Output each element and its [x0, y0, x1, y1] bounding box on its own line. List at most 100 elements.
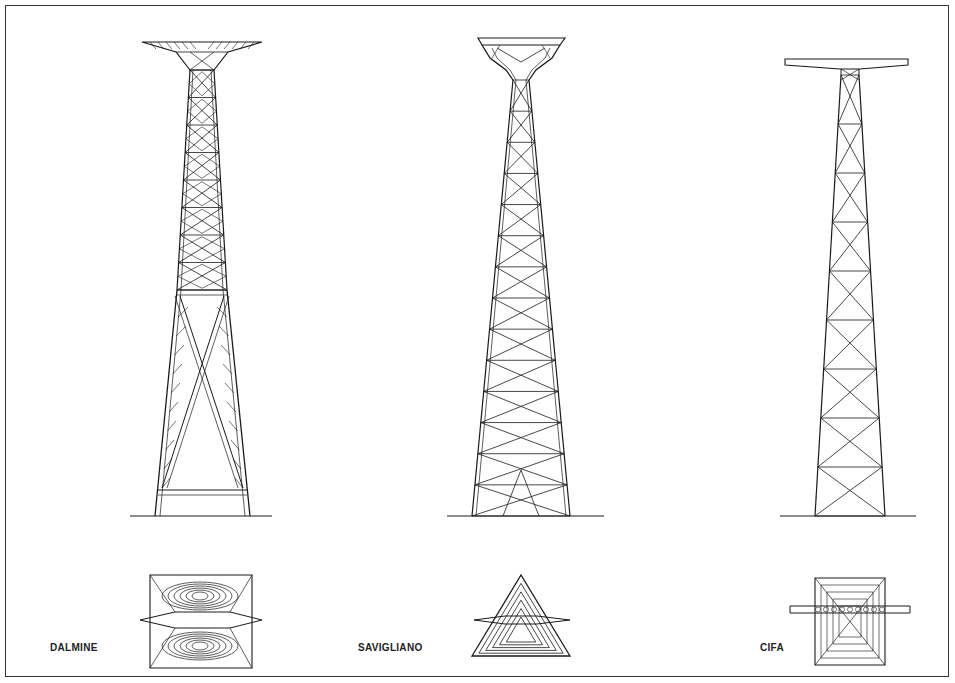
member-line — [838, 124, 865, 173]
member-line — [150, 575, 252, 668]
member-line — [482, 45, 513, 80]
member-line — [829, 271, 873, 320]
member-line — [150, 42, 156, 49]
plan-hatching — [162, 582, 238, 610]
member-line — [841, 69, 859, 80]
member-line — [490, 298, 550, 329]
plan-hatching — [816, 607, 821, 612]
member-line — [227, 290, 250, 516]
member-line — [815, 578, 885, 665]
member-line — [179, 262, 226, 263]
member-line — [223, 364, 232, 374]
member-line — [230, 628, 252, 668]
plan-hatching — [186, 640, 214, 652]
member-line — [859, 75, 885, 516]
member-line — [175, 345, 184, 355]
member-line — [179, 237, 224, 261]
member-line — [497, 48, 545, 62]
member-line — [158, 42, 164, 49]
member-line — [178, 264, 226, 288]
plan-hatching — [162, 632, 238, 660]
tower-name: CIFA — [760, 643, 784, 653]
plan-hatching — [864, 607, 869, 612]
member-line — [503, 470, 521, 516]
member-line — [498, 205, 540, 236]
member-line — [475, 454, 564, 485]
member-line — [493, 267, 547, 298]
member-line — [223, 290, 245, 516]
member-line — [475, 485, 570, 516]
member-line — [176, 52, 228, 53]
member-line — [162, 296, 224, 488]
member-line — [479, 583, 563, 653]
member-line — [182, 180, 221, 208]
member-line — [472, 516, 570, 517]
member-line — [818, 467, 885, 516]
plan-hatching — [848, 607, 853, 612]
member-line — [178, 307, 188, 317]
member-line — [188, 70, 214, 98]
member-line — [495, 266, 546, 267]
plan-hatching — [192, 592, 208, 600]
member-line — [824, 369, 877, 370]
member-line — [177, 263, 225, 291]
member-line — [838, 75, 859, 124]
plan-hatching — [180, 588, 220, 604]
member-line — [190, 42, 196, 49]
member-line — [832, 173, 864, 222]
member-line — [240, 42, 246, 49]
member-line — [501, 173, 538, 204]
member-line — [221, 345, 230, 355]
tower-name: DALMINE — [50, 643, 98, 653]
member-line — [188, 99, 217, 123]
member-line — [510, 111, 532, 112]
member-line — [150, 628, 175, 668]
member-line — [818, 418, 879, 467]
member-line — [785, 59, 908, 69]
plan-hatching — [180, 638, 220, 654]
member-line — [232, 42, 238, 49]
member-line — [507, 142, 538, 173]
member-line — [188, 97, 215, 98]
member-line — [835, 173, 867, 222]
member-line — [169, 402, 178, 412]
member-line — [472, 485, 567, 516]
member-line — [155, 290, 177, 516]
plan-hatching — [174, 586, 226, 606]
member-line — [183, 182, 222, 206]
plan-hatching — [832, 607, 837, 612]
member-line — [478, 454, 567, 485]
member-line — [184, 154, 219, 178]
member-line — [542, 45, 550, 58]
member-line — [208, 42, 214, 49]
member-line — [167, 421, 176, 431]
member-line — [142, 42, 262, 70]
member-line — [821, 418, 879, 419]
member-line — [841, 75, 862, 124]
member-line — [180, 208, 222, 236]
member-line — [447, 516, 604, 517]
member-line — [474, 616, 570, 624]
member-line — [780, 516, 916, 517]
member-line — [235, 478, 243, 488]
plan-hatching — [824, 607, 829, 612]
member-line — [180, 235, 224, 236]
member-line — [180, 235, 225, 263]
member-line — [181, 209, 223, 233]
plan-hatching — [872, 607, 877, 612]
member-line — [217, 307, 227, 317]
member-line — [231, 440, 239, 450]
member-line — [492, 45, 500, 58]
member-line — [179, 235, 224, 263]
member-line — [179, 263, 227, 291]
member-line — [176, 326, 186, 336]
plan-hatching — [856, 607, 861, 612]
member-line — [190, 70, 216, 98]
member-line — [832, 222, 867, 223]
member-line — [150, 575, 175, 612]
member-line — [185, 152, 219, 153]
member-line — [484, 360, 556, 391]
member-line — [841, 69, 842, 75]
member-line — [521, 470, 539, 516]
